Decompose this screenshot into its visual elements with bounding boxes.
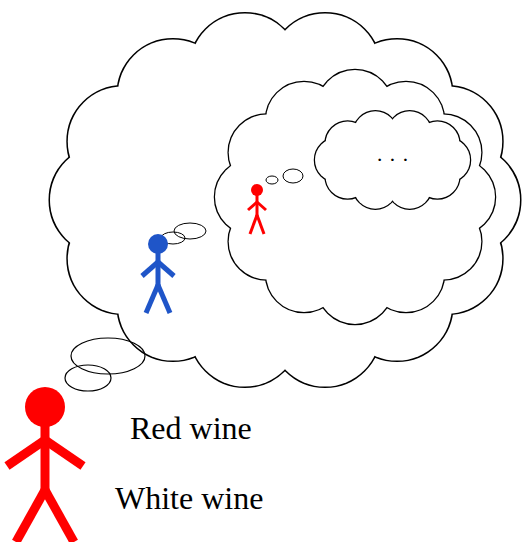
thought-cloud (50, 13, 520, 386)
thought-cloud: · · · (315, 110, 470, 210)
thought-bubble (266, 176, 278, 184)
ellipsis-text: · · · (376, 147, 409, 173)
stick-figure (7, 387, 83, 542)
thought-bubble (71, 338, 145, 374)
stick-figure (248, 184, 266, 234)
stick-figure (142, 234, 174, 313)
caption-text: Red wine (130, 412, 252, 444)
thought-bubble (174, 223, 206, 239)
thought-bubble (65, 365, 111, 391)
thought-cloud (215, 70, 495, 324)
caption-text: White wine (115, 482, 263, 514)
thought-bubble (283, 169, 303, 183)
